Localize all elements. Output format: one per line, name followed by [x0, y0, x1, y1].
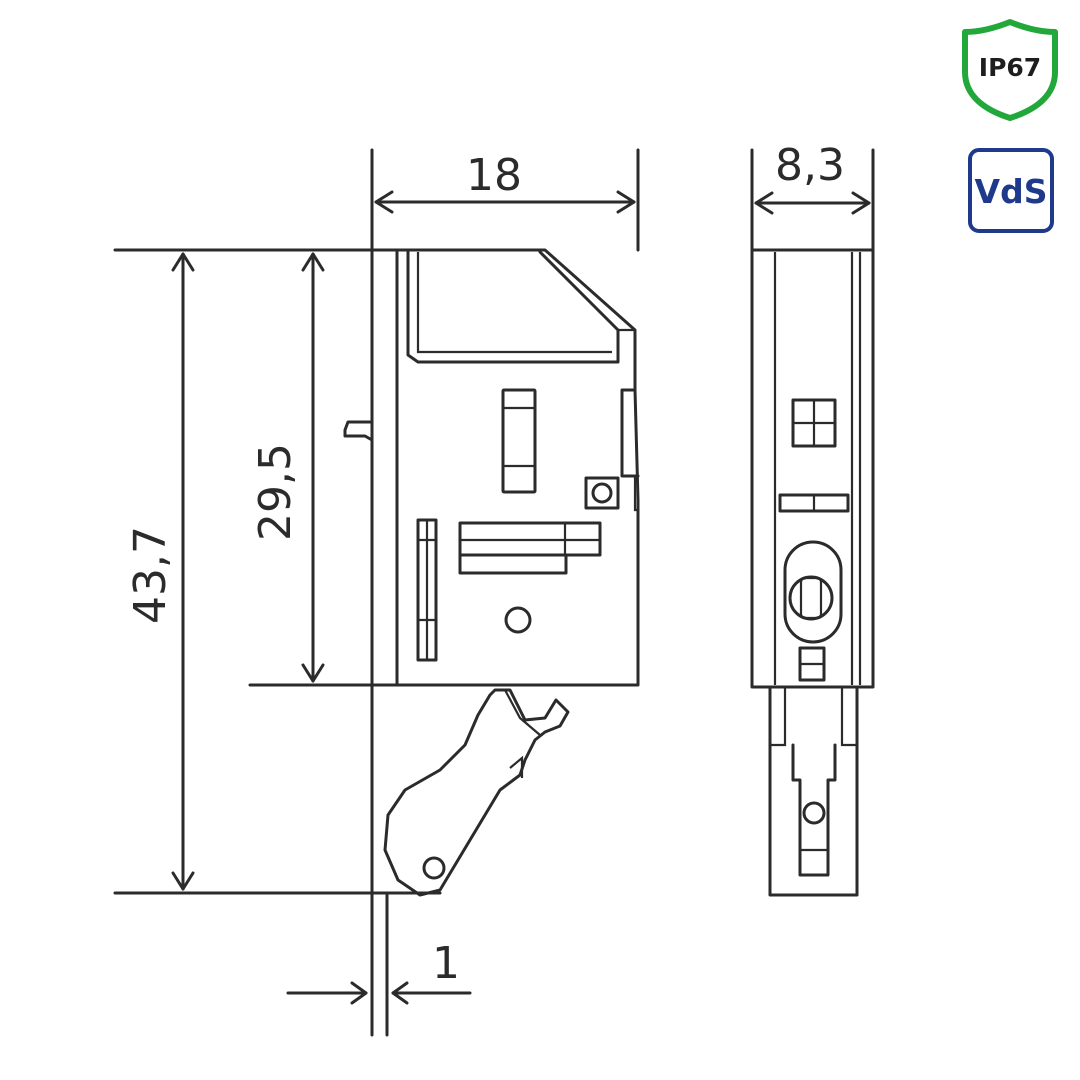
vds-badge-icon — [968, 148, 1054, 233]
ip67-badge: IP67 — [962, 19, 1058, 121]
dimension-offset-label: 1 — [432, 938, 460, 989]
certification-label: VdS — [975, 172, 1048, 211]
ip-rating-label: IP67 — [979, 53, 1041, 82]
front-view — [343, 148, 640, 1037]
dimension-total-height-label: 43,7 — [125, 526, 176, 624]
vds-badge: VdS — [968, 148, 1054, 233]
dimension-depth-label: 8,3 — [775, 140, 845, 191]
side-view — [750, 148, 875, 897]
dimension-width-label: 18 — [466, 150, 522, 201]
dimension-lines — [113, 190, 636, 1005]
dimension-body-height-label: 29,5 — [250, 443, 301, 541]
shield-icon — [962, 19, 1058, 121]
